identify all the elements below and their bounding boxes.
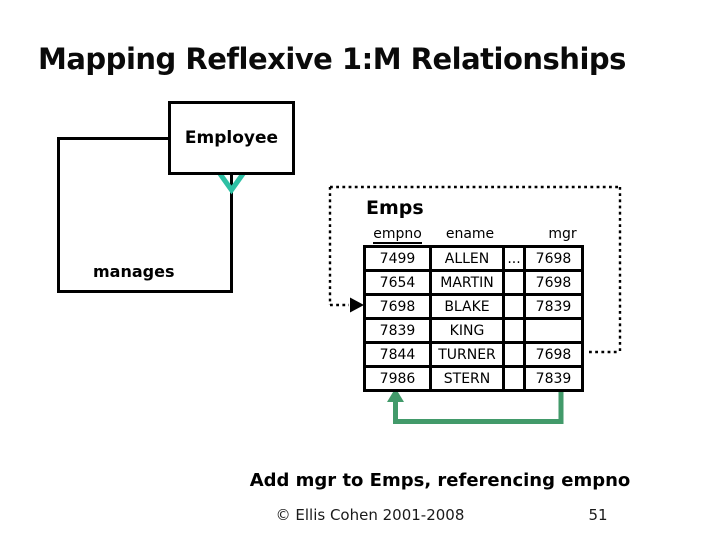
cell-mgr: 7839 [523,293,584,320]
cell-dots [502,269,526,296]
cell-dots [502,341,526,368]
cell-empno: 7986 [363,365,432,392]
table-row: 7698 BLAKE 7839 [363,293,584,320]
cell-ename: BLAKE [429,293,505,320]
cell-mgr: 7698 [523,269,584,296]
employee-entity-label: Employee [184,128,279,148]
table-row: 7844 TURNER 7698 [363,341,584,368]
mgr-to-empno-reference-arrow-icon [387,388,564,424]
cell-empno: 7698 [363,293,432,320]
table-row: 7499 ALLEN ... 7698 [363,245,584,272]
footer-copyright: © Ellis Cohen 2001-2008 [275,506,465,524]
table-row: 7839 KING [363,317,584,344]
cell-ename: TURNER [429,341,505,368]
cell-mgr: 7698 [523,341,584,368]
cell-empno: 7654 [363,269,432,296]
emps-table-title: Emps [366,197,424,219]
cell-empno: 7499 [363,245,432,272]
cell-empno: 7844 [363,341,432,368]
table-row: 7986 STERN 7839 [363,365,584,392]
cell-dots [502,293,526,320]
cell-mgr [523,317,584,344]
column-header-mgr: mgr [548,226,577,242]
cell-empno: 7839 [363,317,432,344]
cell-ename: KING [429,317,505,344]
cell-dots [502,317,526,344]
manages-relationship-label: manages [93,262,175,281]
employee-entity-box: Employee [168,101,295,175]
slide-caption: Add mgr to Emps, referencing empno [249,470,631,491]
cell-ename: MARTIN [429,269,505,296]
emps-table: 7499 ALLEN ... 7698 7654 MARTIN 7698 769… [363,245,584,392]
cell-mgr: 7698 [523,245,584,272]
empno-header-text: empno [373,226,422,244]
row-reference-in-arrow-icon [330,297,364,313]
column-header-ename: ename [445,226,495,242]
cell-ename: STERN [429,365,505,392]
slide-title: Mapping Reflexive 1:M Relationships [38,42,626,76]
column-header-empno: empno [363,226,432,244]
manages-loop-connector [57,137,233,293]
cell-mgr: 7839 [523,365,584,392]
table-row: 7654 MARTIN 7698 [363,269,584,296]
cell-dots [502,365,526,392]
cell-dots: ... [502,245,526,272]
footer-page-number: 51 [588,506,608,524]
cell-ename: ALLEN [429,245,505,272]
